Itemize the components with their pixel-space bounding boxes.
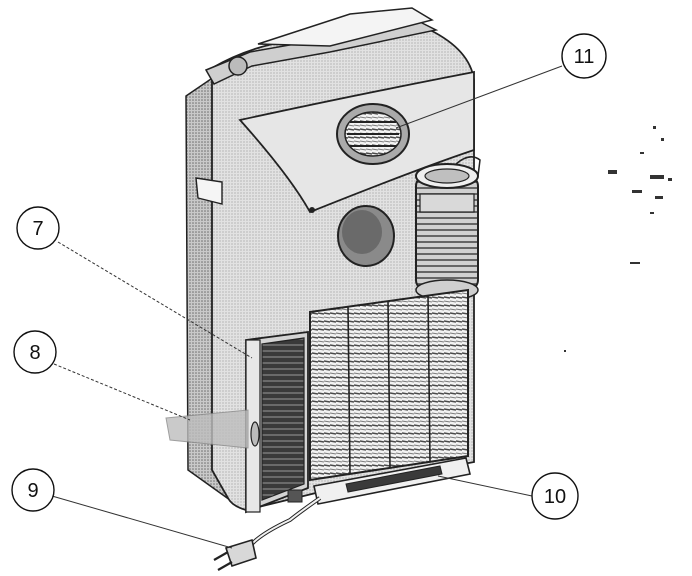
- callout-8: 8: [13, 330, 57, 374]
- leader-line-7: [57, 241, 253, 359]
- lower-round-port: [309, 205, 395, 267]
- top-lid: [257, 7, 434, 47]
- rear-grille: [309, 288, 469, 482]
- exhaust-hose: [415, 156, 481, 301]
- power-plug-icon: [224, 538, 257, 568]
- callout-label: 9: [27, 480, 38, 502]
- leader-line-9: [51, 495, 233, 549]
- callout-label: 11: [574, 46, 595, 68]
- callout-10: 10: [531, 472, 579, 520]
- control-knob-icon: [228, 56, 248, 76]
- filter-tab-icon: [250, 421, 260, 447]
- callout-11: 11: [561, 33, 607, 79]
- callout-label: 8: [29, 342, 40, 364]
- top-control-strip: [204, 21, 439, 85]
- callout-label: 7: [32, 218, 43, 240]
- side-handle-recess: [195, 177, 223, 205]
- callout-9: 9: [11, 468, 55, 512]
- leader-line-10: [437, 475, 533, 497]
- callout-7: 7: [16, 206, 60, 250]
- air-filter: [245, 330, 309, 514]
- leader-lines: [51, 65, 563, 549]
- callout-label: 10: [544, 486, 566, 508]
- leader-line-8: [53, 363, 191, 421]
- scan-specks: [564, 126, 672, 352]
- filter-rail: [165, 409, 249, 449]
- exhaust-port: [336, 103, 410, 165]
- power-cord: [213, 496, 322, 571]
- leader-line-11: [395, 65, 563, 129]
